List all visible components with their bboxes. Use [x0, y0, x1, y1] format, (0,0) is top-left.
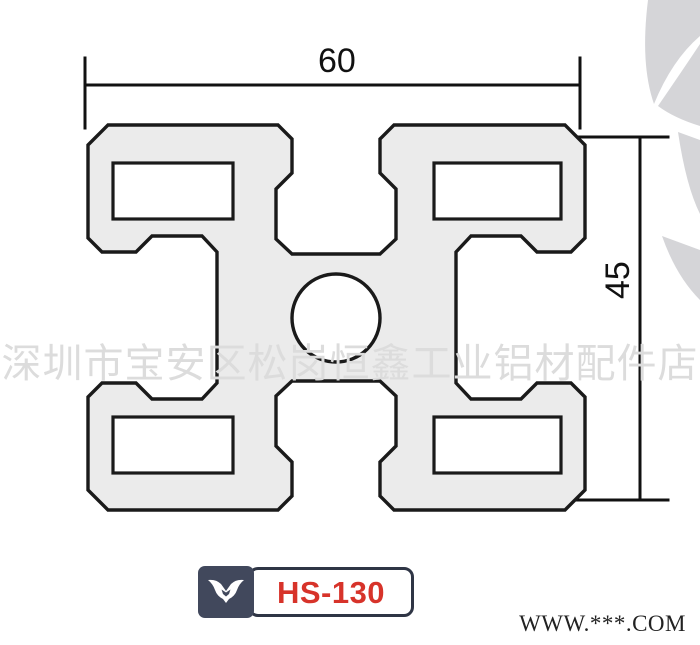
corner-cavities-group	[111, 161, 563, 475]
background-decor-group	[645, 0, 700, 300]
dimension-width-label: 60	[318, 42, 356, 80]
decor-shape-4	[662, 236, 700, 300]
cavity-bottom-left	[111, 415, 235, 475]
model-code-plate: HS-130	[248, 567, 414, 617]
brand-logo-tile	[198, 566, 254, 618]
wings-logo-icon	[207, 577, 245, 607]
cavity-top-right	[432, 161, 563, 221]
dimension-lines-group	[83, 56, 670, 502]
decor-shape-1	[645, 0, 700, 104]
decor-shape-2	[658, 44, 700, 126]
model-code-text: HS-130	[276, 574, 386, 610]
dimension-height-label: 45	[599, 261, 637, 299]
cavity-top-left	[111, 161, 235, 221]
center-bore	[290, 272, 382, 364]
decor-shape-3	[678, 132, 700, 214]
url-watermark: WWW.***.COM	[519, 611, 686, 636]
cavity-bottom-right	[432, 415, 563, 475]
model-badge: HS-130	[198, 566, 414, 618]
